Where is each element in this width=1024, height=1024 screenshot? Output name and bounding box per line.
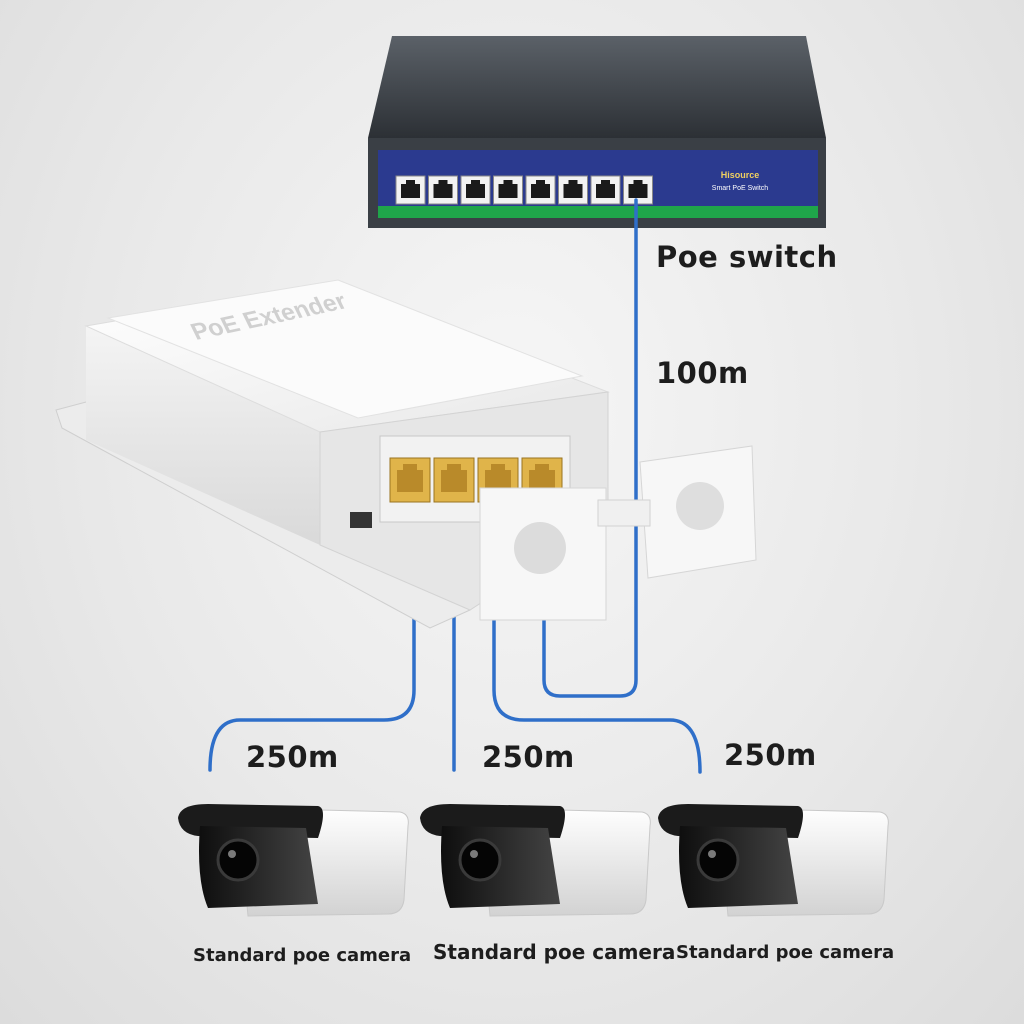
- switch-top: [368, 36, 826, 138]
- switch-port: [460, 175, 491, 205]
- camera: [658, 804, 889, 917]
- switch-ports: [395, 175, 653, 205]
- camera-lens-glint: [708, 850, 716, 858]
- switch-brand-text: Hisource: [721, 170, 760, 180]
- camera-1-label: Standard poe camera: [193, 945, 412, 966]
- camera-shroud: [199, 826, 318, 908]
- switch-port: [590, 175, 621, 205]
- camera-1-length-label: 250m: [246, 740, 339, 774]
- cameras: [178, 804, 889, 917]
- extender-lid: [106, 279, 584, 419]
- camera-lens-glint: [470, 850, 478, 858]
- switch-port: [428, 175, 458, 205]
- switch-label: Poe switch: [656, 240, 838, 274]
- camera-shroud: [679, 826, 798, 908]
- switch-port: [558, 175, 588, 205]
- camera: [420, 804, 651, 917]
- dc-jack: [350, 512, 372, 528]
- switch-port: [623, 175, 653, 205]
- camera-shroud: [441, 826, 560, 908]
- switch-port: [395, 175, 426, 205]
- camera-lens: [216, 838, 260, 882]
- camera-3-label: Standard poe camera: [676, 942, 895, 963]
- poe-switch: Hisource Smart PoE Switch: [368, 36, 826, 228]
- switch-model-text: Smart PoE Switch: [712, 185, 769, 192]
- cable-gland-hole-1: [514, 522, 566, 574]
- camera-2-label: Standard poe camera: [433, 940, 676, 964]
- switch-port: [493, 175, 523, 205]
- extender-port: [389, 457, 431, 503]
- camera-3-length-label: 250m: [724, 738, 817, 772]
- extender-side: [86, 326, 320, 545]
- gland-bar: [597, 499, 651, 527]
- cable-gland-hole-2: [676, 482, 724, 530]
- poe-extender: PoE Extender: [55, 279, 757, 629]
- uplink-cable: [542, 198, 638, 698]
- camera-lens: [458, 838, 502, 882]
- camera: [178, 804, 409, 917]
- uplink-length-label: 100m: [656, 356, 749, 390]
- switch-port: [525, 175, 556, 205]
- camera-lens: [696, 838, 740, 882]
- camera-cable-1: [208, 503, 416, 772]
- camera-2-length-label: 250m: [482, 740, 575, 774]
- camera-lens-glint: [228, 850, 236, 858]
- extender-port: [433, 457, 475, 503]
- switch-green-strip: [378, 206, 818, 218]
- camera-cable-3: [492, 503, 702, 774]
- cables: [208, 198, 702, 774]
